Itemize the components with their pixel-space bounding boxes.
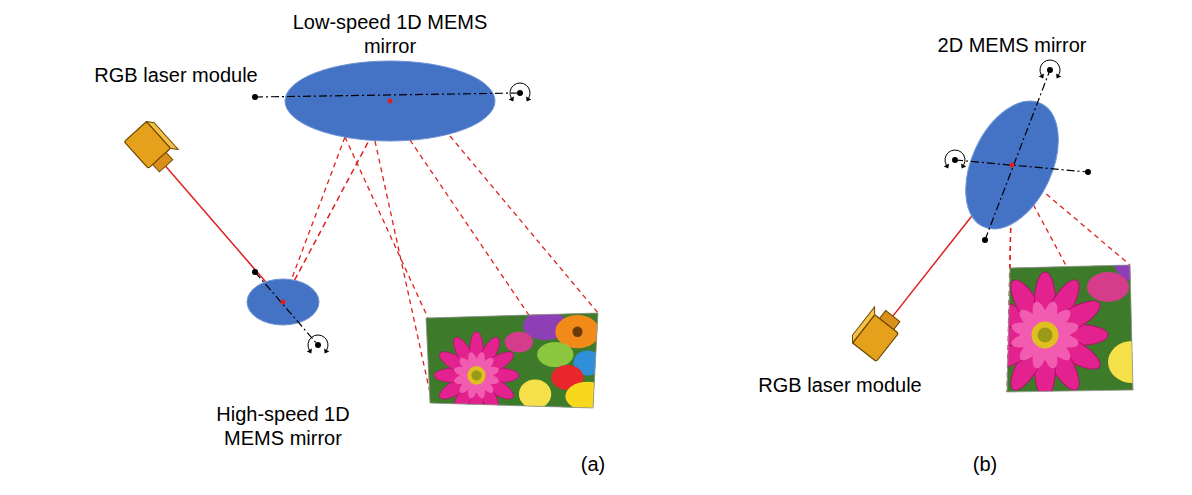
panel-label-anchor: (b) — [945, 452, 1025, 476]
node-label: RGB laser module — [745, 373, 935, 397]
laser-beam — [166, 166, 266, 282]
laser-aperture — [153, 152, 173, 171]
node-label: RGB laser module — [81, 63, 271, 87]
rotation-axis — [255, 272, 318, 345]
rotation-symbol — [509, 83, 532, 101]
rotation-arc — [945, 150, 965, 165]
rotation-axis — [955, 160, 1088, 172]
laser-node: RGB laser module — [81, 63, 271, 183]
axis-end-dot — [982, 237, 988, 243]
node-label: Low-speed 1D MEMS mirror — [283, 10, 498, 58]
rotation-symbol — [307, 335, 330, 353]
image-frame — [1007, 265, 1133, 392]
light-ray — [345, 137, 428, 318]
beam-spot — [281, 300, 286, 305]
node-label: High-speed 1D MEMS mirror — [210, 402, 356, 450]
laser-shape — [838, 300, 918, 370]
projected-image — [420, 305, 610, 419]
laser-node: RGB laser module — [745, 300, 935, 397]
rotation-arc — [308, 335, 328, 350]
rotation-arrowhead — [944, 164, 949, 169]
rotation-arrowhead — [307, 349, 312, 354]
rotation-arrowhead — [509, 97, 514, 102]
mirror-plate — [947, 86, 1077, 243]
light-ray — [450, 136, 598, 313]
mems-mirror — [247, 279, 319, 325]
mirror-node: Low-speed 1D MEMS mirror — [283, 10, 498, 142]
rotation-arrowhead — [324, 349, 329, 354]
mirror-node: High-speed 1D MEMS mirror — [210, 278, 356, 450]
axis-end-dot — [1085, 169, 1091, 175]
laser-module — [124, 118, 181, 176]
flower-picture — [426, 311, 610, 419]
scanned-beam — [295, 140, 370, 280]
rotation-arrowhead — [1056, 74, 1061, 79]
laser-aperture — [880, 311, 900, 330]
light-ray — [283, 137, 345, 302]
laser-beam — [893, 216, 972, 316]
rotation-arc — [1040, 60, 1060, 75]
mems-mirror — [947, 86, 1077, 243]
rotation-arrowhead — [961, 164, 966, 169]
mems-mirror — [285, 61, 495, 141]
rotation-axis — [255, 93, 520, 97]
rotation-symbol — [1039, 60, 1062, 78]
panel-label: (b) — [945, 452, 1025, 476]
beam-spot — [1010, 163, 1015, 168]
mirror-shape — [952, 90, 1072, 240]
light-ray — [375, 141, 432, 402]
axis-end-dot — [1047, 67, 1053, 73]
projected-image — [970, 242, 1192, 400]
axis-end-dot — [252, 269, 258, 275]
rotation-arc — [510, 83, 530, 98]
image-frame — [426, 313, 598, 408]
axis-end-dot — [952, 157, 958, 163]
node-label: 2D MEMS mirror — [927, 33, 1097, 57]
mirror-shape — [284, 60, 496, 142]
flower-picture — [970, 242, 1192, 398]
mirror-plate — [247, 279, 319, 325]
panel-label: (a) — [553, 452, 633, 476]
axis-end-dot — [252, 94, 258, 100]
beam-spot — [388, 99, 393, 104]
rotation-axis — [985, 70, 1050, 240]
laser-module — [849, 304, 905, 362]
laser-shape — [110, 113, 190, 183]
mirror-node: 2D MEMS mirror — [927, 33, 1097, 240]
rotation-symbol — [944, 150, 967, 168]
axis-end-dot — [517, 90, 523, 96]
mirror-shape — [246, 278, 320, 326]
axis-end-dot — [315, 342, 321, 348]
panel-label-anchor: (a) — [553, 452, 633, 476]
rotation-arrowhead — [526, 97, 531, 102]
mirror-plate — [285, 61, 495, 141]
rotation-arrowhead — [1039, 74, 1044, 79]
